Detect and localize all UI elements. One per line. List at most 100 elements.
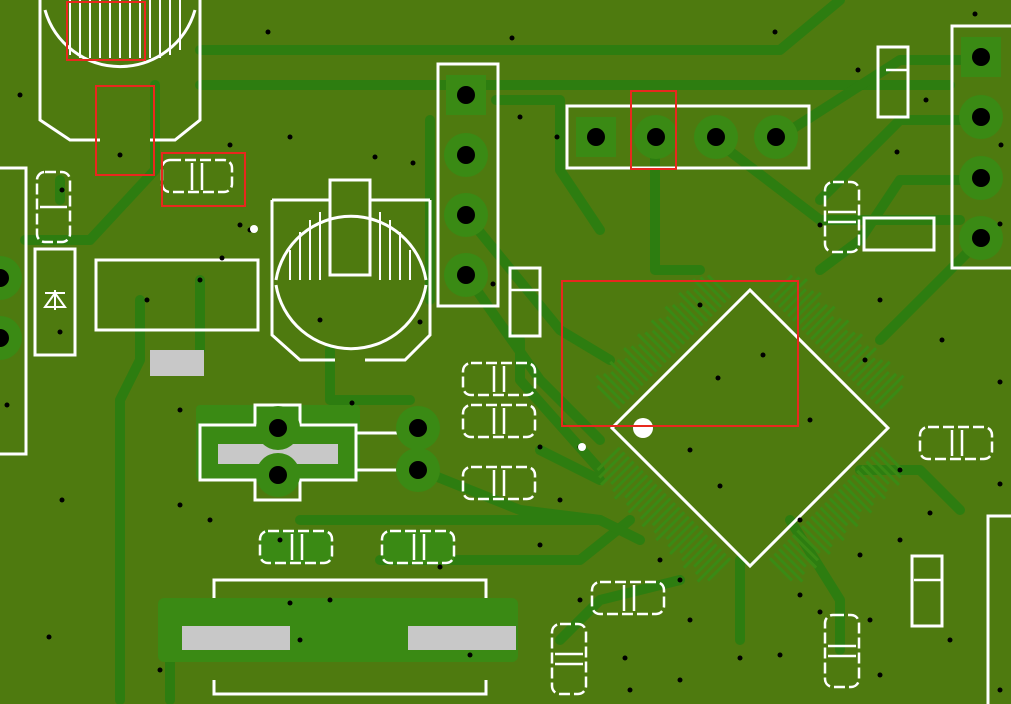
via	[627, 687, 633, 693]
qfp-pin	[856, 359, 884, 387]
via	[277, 537, 283, 543]
bottom-bracket	[212, 578, 488, 696]
qfp-pin	[837, 488, 863, 513]
qfp-pin	[693, 543, 718, 568]
qfp-pin	[814, 317, 842, 345]
qfp-pin	[833, 333, 864, 364]
through-hole-pad	[959, 156, 1003, 200]
qfp-pin	[650, 319, 681, 350]
qfp-pin	[665, 515, 690, 541]
qfp-pin	[678, 291, 709, 322]
via	[897, 467, 903, 473]
qfp-pin	[842, 345, 870, 373]
qfp-pin	[693, 288, 718, 313]
via	[327, 597, 333, 603]
qfp-pin	[625, 478, 654, 507]
qfp-pin	[664, 305, 695, 336]
via	[777, 652, 783, 658]
via	[855, 67, 861, 73]
qfp-pin	[610, 371, 635, 396]
qfp-pin	[777, 278, 808, 309]
through-hole-pad	[396, 448, 440, 492]
qfp-pin	[879, 384, 904, 410]
qfp-pin	[856, 469, 887, 500]
qfp-pin	[595, 374, 626, 405]
via	[897, 537, 903, 543]
qfp-pin	[658, 317, 686, 345]
qfp-pin	[609, 360, 640, 391]
qfp-pin	[768, 274, 794, 299]
via	[417, 319, 423, 325]
through-hole-pad	[446, 75, 486, 115]
through-hole-pad	[754, 115, 798, 159]
tall-resistor-center	[508, 266, 542, 338]
qfp-pin	[644, 331, 672, 359]
qfp-pin	[869, 372, 898, 401]
smd-pad-dividers	[40, 68, 964, 666]
qfp-pin	[641, 497, 672, 528]
qfp-pin	[612, 465, 640, 493]
qfp-pin	[787, 538, 818, 569]
qfp-pin	[696, 552, 727, 583]
qfp-pin	[860, 360, 891, 391]
qfp-pin	[651, 329, 677, 355]
smd-cap-bottom-4	[550, 622, 588, 696]
qfp-pin	[624, 474, 649, 499]
via	[760, 352, 766, 358]
via	[697, 302, 703, 308]
via	[947, 637, 953, 643]
qfp-pin	[616, 359, 644, 387]
qfp-pin	[639, 492, 667, 520]
smd-pads	[150, 350, 516, 650]
smd-cap-center-1	[461, 361, 537, 397]
via	[46, 634, 52, 640]
via	[437, 564, 443, 570]
via	[219, 255, 225, 261]
smd-cap-left-1	[35, 170, 72, 244]
via	[939, 337, 945, 343]
via	[317, 317, 323, 323]
qfp-pin	[651, 501, 677, 527]
via	[297, 637, 303, 643]
through-hole-pad	[634, 115, 678, 159]
through-hole-pad	[959, 216, 1003, 260]
qfp-pin	[865, 460, 890, 485]
via	[877, 297, 883, 303]
qfp-pin	[851, 357, 876, 382]
via	[997, 379, 1003, 385]
qfp-pin	[637, 488, 663, 513]
smd-cap-bottom-3	[590, 580, 666, 616]
qfp-pin	[837, 343, 863, 368]
via	[923, 97, 929, 103]
qfp-pin	[682, 538, 713, 569]
via	[57, 329, 63, 335]
qfp-pin	[630, 345, 658, 373]
via	[998, 142, 1004, 148]
smd-cap-bottom-5	[823, 613, 861, 689]
qfp-pin	[800, 303, 829, 332]
qfp-pin	[602, 372, 631, 401]
via	[177, 502, 183, 508]
qfp-pin	[653, 506, 681, 534]
via	[737, 655, 743, 661]
qfp-pin	[596, 446, 621, 472]
via	[517, 114, 523, 120]
qfp-pin	[637, 343, 663, 368]
through-hole-pads	[0, 37, 1003, 497]
via	[857, 552, 863, 558]
via	[207, 517, 213, 523]
through-hole-pad	[444, 193, 488, 237]
tall-resistor-bottom-right	[910, 554, 944, 628]
pin-header-vertical-4	[436, 62, 500, 308]
via	[997, 687, 1003, 693]
through-hole-pad	[444, 133, 488, 177]
qfp-pin	[879, 446, 904, 472]
via	[227, 142, 233, 148]
qfp-pin	[624, 357, 649, 382]
via	[59, 497, 65, 503]
qfp-pin	[874, 374, 905, 405]
smd-cap-right-1	[823, 180, 861, 254]
qfp-pin	[692, 278, 723, 309]
copper-pours	[158, 405, 518, 662]
via	[862, 357, 868, 363]
